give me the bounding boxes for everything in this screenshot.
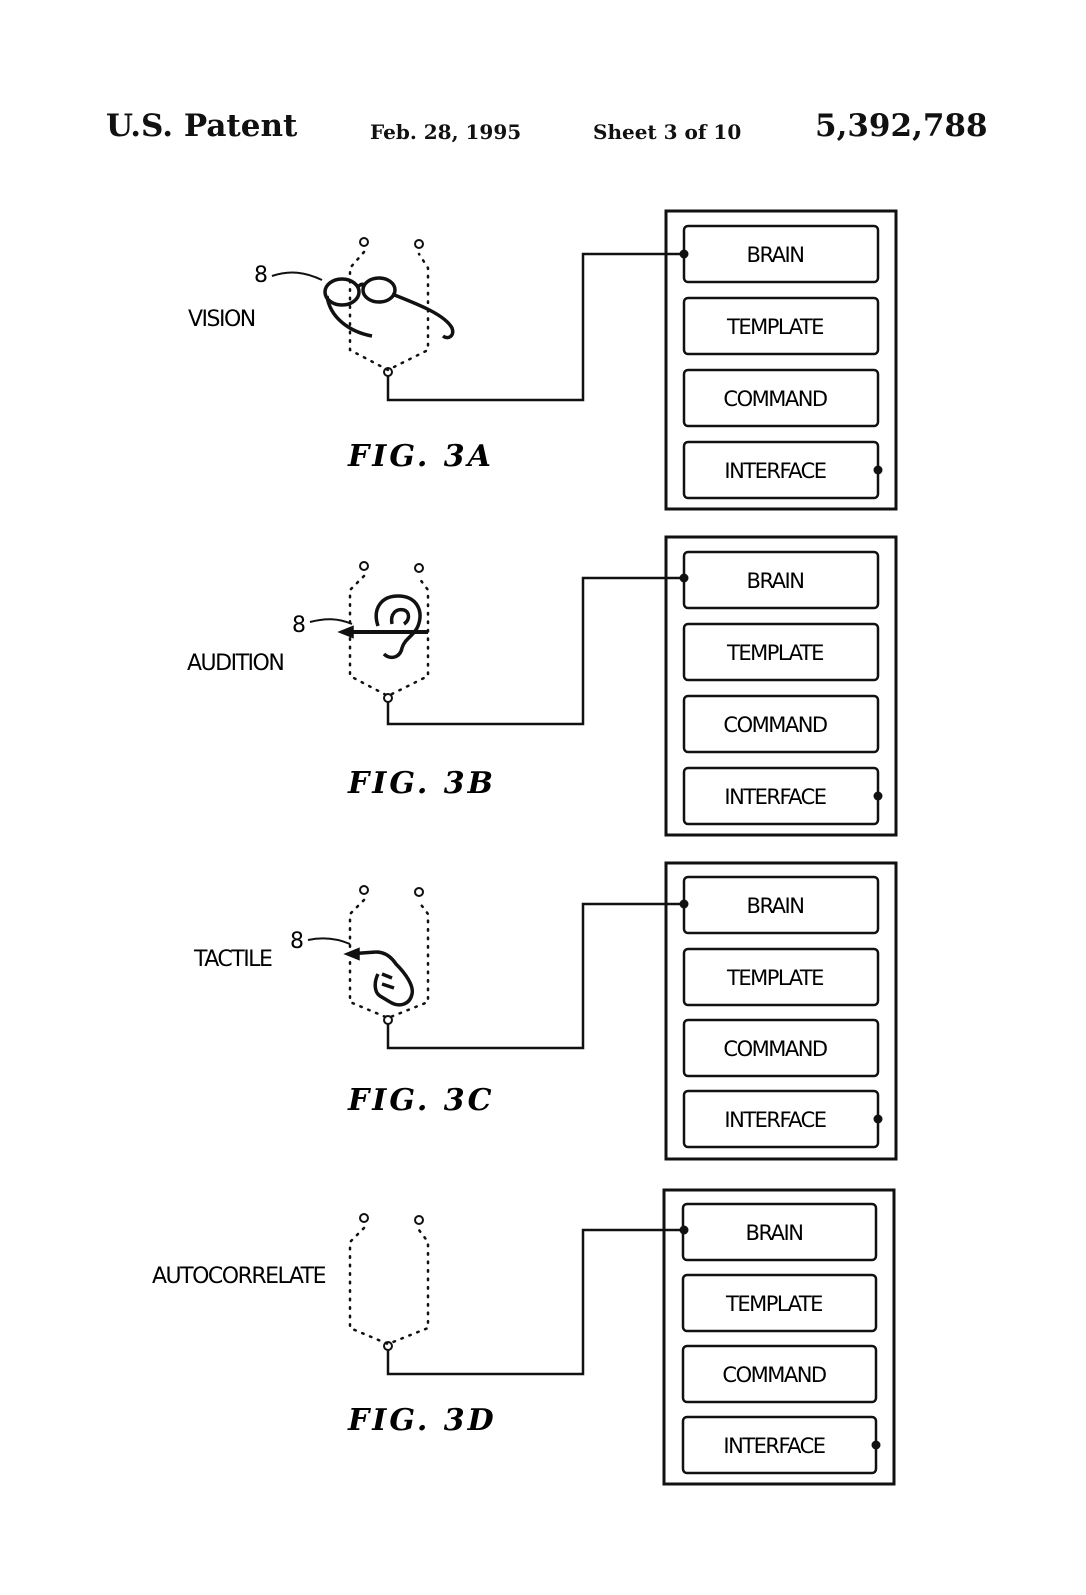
template-box — [682, 947, 880, 1007]
interface-output-terminal — [873, 791, 883, 801]
template-box — [682, 622, 880, 682]
connection-wire — [386, 252, 684, 402]
brain-box — [682, 224, 880, 284]
brain-box — [681, 1202, 878, 1262]
patent-date: Feb. 28, 1995 — [370, 120, 522, 144]
template-label: TEMPLATE — [726, 641, 823, 665]
command-label: COMMAND — [723, 387, 827, 411]
command-label: COMMAND — [722, 1363, 826, 1387]
command-box — [681, 1344, 878, 1404]
interface-label: INTERFACE — [723, 1434, 824, 1458]
ear-icon — [337, 594, 428, 660]
interface-label: INTERFACE — [724, 1108, 825, 1132]
sensor-outline — [348, 561, 430, 703]
reference-numeral: 8 — [290, 929, 304, 954]
template-label: TEMPLATE — [725, 1292, 822, 1316]
leader-line — [307, 937, 351, 945]
leader-line — [309, 618, 353, 625]
command-box — [682, 694, 880, 754]
patent-header-title: U.S. Patent — [106, 108, 298, 144]
brain-box — [682, 550, 880, 610]
interface-label: INTERFACE — [724, 785, 825, 809]
sensor-outline — [348, 1213, 430, 1351]
command-box — [682, 368, 880, 428]
figure-caption: FIG. 3D — [347, 1403, 497, 1438]
finger-icon — [343, 947, 415, 1007]
module-enclosure — [664, 209, 898, 511]
module-enclosure — [662, 1188, 896, 1486]
sense-label: VISION — [188, 307, 255, 332]
module-enclosure — [664, 861, 898, 1161]
sense-label: TACTILE — [193, 947, 272, 972]
eyeglasses-icon — [323, 276, 455, 340]
connection-wire — [386, 1228, 684, 1376]
figure-caption: FIG. 3C — [347, 1083, 495, 1118]
interface-output-terminal — [871, 1440, 881, 1450]
figure-caption: FIG. 3B — [347, 766, 496, 801]
brain-label: BRAIN — [747, 894, 804, 918]
figure-caption: FIG. 3A — [347, 439, 494, 474]
patent-number: 5,392,788 — [815, 108, 988, 144]
brain-label: BRAIN — [747, 569, 804, 593]
sense-label: AUTOCORRELATE — [152, 1264, 326, 1289]
figure-3b: AUDITION 8 FIG. 3B BRAIN TEMPLATE COMMAN… — [187, 535, 898, 837]
interface-output-terminal — [873, 1114, 883, 1124]
brain-box — [682, 875, 880, 935]
figure-3d: AUTOCORRELATE FIG. 3D BRAIN TEMPLATE COM… — [152, 1188, 896, 1486]
module-enclosure — [664, 535, 898, 837]
template-label: TEMPLATE — [726, 315, 823, 339]
sensor-outline — [348, 237, 430, 377]
reference-numeral: 8 — [292, 613, 306, 638]
leader-line — [271, 271, 323, 281]
command-box — [682, 1018, 880, 1078]
figure-3c: TACTILE 8 FIG. 3C BRAIN TEMPLATE COMMAND… — [193, 861, 898, 1161]
sense-label: AUDITION — [187, 651, 283, 676]
interface-label: INTERFACE — [724, 459, 825, 483]
connection-wire — [386, 576, 684, 726]
template-box — [681, 1273, 878, 1333]
template-box — [682, 296, 880, 356]
command-label: COMMAND — [723, 1037, 827, 1061]
brain-label: BRAIN — [746, 1221, 803, 1245]
brain-label: BRAIN — [747, 243, 804, 267]
template-label: TEMPLATE — [726, 966, 823, 990]
command-label: COMMAND — [723, 713, 827, 737]
figure-3a: VISION 8 FIG. 3A BRAIN TEMPLATE COMMAND — [188, 209, 898, 511]
sheet-number: Sheet 3 of 10 — [593, 120, 742, 144]
reference-numeral: 8 — [254, 263, 268, 288]
interface-output-terminal — [873, 465, 883, 475]
connection-wire — [386, 902, 684, 1050]
